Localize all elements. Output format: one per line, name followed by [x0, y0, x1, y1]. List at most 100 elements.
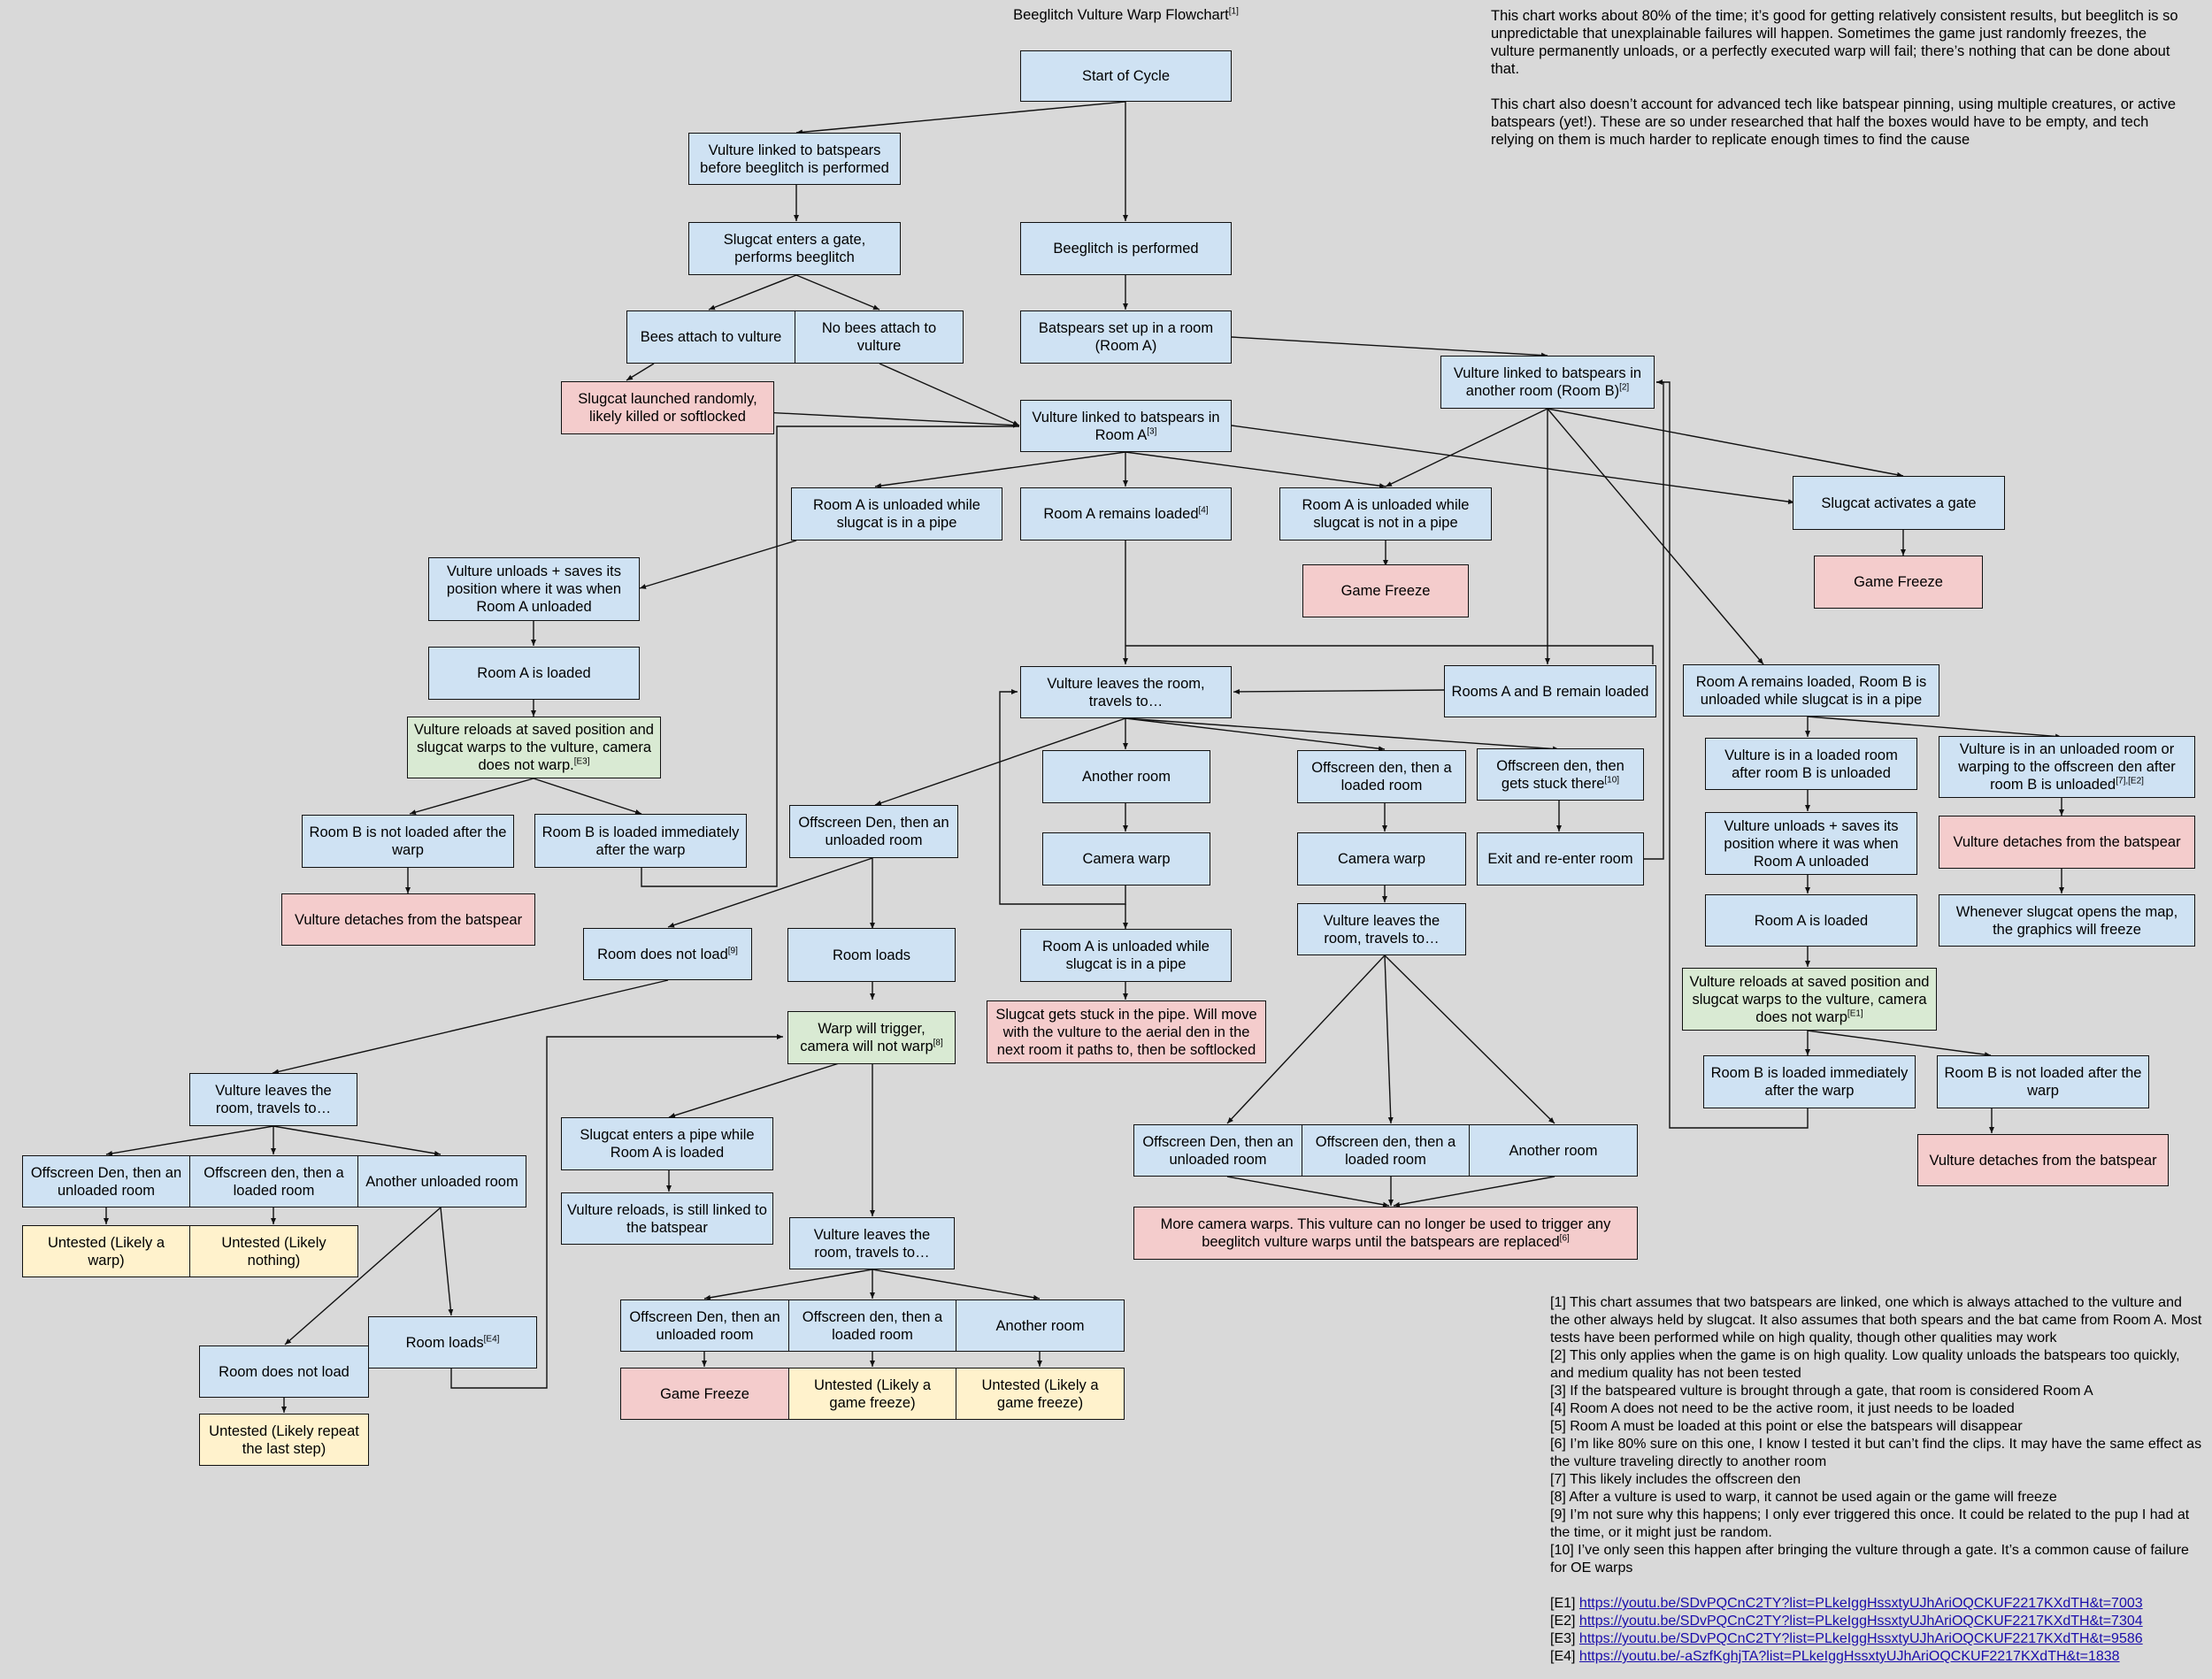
connector — [1231, 336, 1548, 358]
connector — [533, 778, 642, 815]
connector — [273, 1125, 442, 1156]
connector — [1656, 381, 1809, 1129]
node-reloads-linked: Vulture reloads, is still linked to the … — [561, 1192, 773, 1245]
node-map-freeze: Whenever slugcat opens the map, the grap… — [1939, 894, 2195, 947]
node-camera-warp-1: Camera warp — [1042, 832, 1210, 886]
connector — [872, 1269, 1041, 1300]
node-batspears-setup: Batspears set up in a room (Room A) — [1020, 310, 1232, 364]
node-freeze-2: Game Freeze — [1814, 556, 1983, 609]
footnote: [7] This likely includes the offscreen d… — [1550, 1472, 1801, 1487]
connector — [795, 274, 880, 310]
connector — [879, 363, 1020, 426]
connector — [1226, 1176, 1390, 1208]
footnote: [3] If the batspeared vulture is brought… — [1550, 1384, 2093, 1399]
connector — [272, 979, 669, 1075]
footnotes: [1] This chart assumes that two batspear… — [1550, 1294, 2205, 1666]
node-a-unloaded-pipe-2: Room A is unloaded while slugcat is in a… — [1020, 929, 1232, 982]
node-start: Start of Cycle — [1020, 50, 1232, 102]
connector — [999, 689, 1126, 905]
node-detaches-right-1: Vulture detaches from the batspear — [1939, 816, 2195, 869]
node-leaves-bottom: Vulture leaves the room, travels to… — [789, 1217, 955, 1269]
connector — [1385, 408, 1548, 487]
connector — [1547, 408, 1904, 478]
intro-note-2: This chart also doesn’t account for adva… — [1491, 96, 2177, 148]
node-linked-room-b: Vulture linked to batspears in another r… — [1440, 356, 1655, 409]
node-leaves-2: Vulture leaves the room, travels to… — [1297, 903, 1466, 955]
node-leaves-left: Vulture leaves the room, travels to… — [189, 1073, 357, 1126]
node-another-room-bottom: Another room — [956, 1300, 1125, 1352]
node-reloads-warps-left: Vulture reloads at saved position and sl… — [407, 717, 661, 778]
node-den-loaded-ll: Offscreen den, then a loaded room — [189, 1155, 358, 1208]
node-another-room-mid: Another room — [1042, 750, 1210, 803]
evidence-link[interactable]: https://youtu.be/SDvPQCnC2TY?list=PLkeIg… — [1578, 1631, 2143, 1646]
evidence-row: [E3] https://youtu.be/SDvPQCnC2TY?list=P… — [1550, 1631, 2143, 1646]
node-unloads-saves-left: Vulture unloads + saves its position whe… — [428, 557, 640, 621]
connector — [639, 540, 797, 589]
connector — [874, 451, 1126, 489]
node-another-room-right: Another room — [1469, 1124, 1638, 1177]
node-enters-pipe: Slugcat enters a pipe while Room A is lo… — [561, 1117, 773, 1170]
node-den-unloaded-mid: Offscreen Den, then an unloaded room — [789, 805, 958, 858]
node-a-unloaded-nopipe: Room A is unloaded while slugcat is not … — [1279, 487, 1492, 540]
connector — [1125, 451, 1386, 489]
node-activates-gate: Slugcat activates a gate — [1793, 476, 2005, 530]
connector — [1384, 954, 1394, 1124]
evidence-link[interactable]: https://youtu.be/SDvPQCnC2TY?list=PLkeIg… — [1578, 1596, 2143, 1611]
connector — [1226, 954, 1386, 1124]
evidence-row: [E4] https://youtu.be/-aSzfKghjTA?list=P… — [1550, 1649, 2120, 1664]
node-room-loads: Room loads — [787, 928, 956, 982]
node-exit-reenter: Exit and re-enter room — [1477, 832, 1644, 886]
node-den-loaded-mid: Offscreen den, then a loaded room — [1297, 750, 1466, 803]
connector — [708, 274, 797, 310]
node-den-unloaded-bottom: Offscreen Den, then an unloaded room — [620, 1300, 789, 1352]
connector — [1125, 717, 1560, 752]
node-a-remains: Room A remains loaded[4] — [1020, 487, 1232, 540]
node-detaches-right-2: Vulture detaches from the batspear — [1917, 1134, 2169, 1186]
node-freeze-1: Game Freeze — [1302, 564, 1469, 617]
node-no-bees: No bees attach to vulture — [795, 310, 964, 364]
node-stuck-pipe: Slugcat gets stuck in the pipe. Will mov… — [987, 1000, 1266, 1063]
node-warp-trigger: Warp will trigger, camera will not warp[… — [787, 1011, 956, 1064]
node-linked-before: Vulture linked to batspears before beegl… — [688, 133, 901, 185]
node-den-stuck: Offscreen den, then gets stuck there[10] — [1477, 748, 1644, 801]
footnote: [9] I’m not sure why this happens; I onl… — [1550, 1507, 2190, 1540]
intro-note-1: This chart works about 80% of the time; … — [1491, 8, 2178, 77]
node-another-unloaded: Another unloaded room — [357, 1155, 526, 1208]
node-untested-freeze-2: Untested (Likely a game freeze) — [956, 1368, 1125, 1420]
node-untested-nothing: Untested (Likely nothing) — [189, 1225, 358, 1277]
node-a-unloaded-pipe: Room A is unloaded while slugcat is in a… — [791, 487, 1002, 540]
node-bees-attach: Bees attach to vulture — [626, 310, 795, 364]
evidence-link[interactable]: https://youtu.be/-aSzfKghjTA?list=PLkeIg… — [1578, 1649, 2120, 1664]
connector — [667, 857, 873, 928]
connector — [703, 1269, 873, 1300]
footnote: [10] I’ve only seen this happen after br… — [1550, 1543, 2189, 1576]
node-leaves-main: Vulture leaves the room, travels to… — [1020, 666, 1232, 718]
connector — [1125, 717, 1386, 752]
connector — [1644, 380, 1664, 860]
connector — [1384, 954, 1555, 1124]
connector — [105, 1125, 274, 1156]
connector — [641, 426, 1019, 887]
evidence-row: [E1] https://youtu.be/SDvPQCnC2TY?list=P… — [1550, 1596, 2143, 1611]
footnote: [2] This only applies when the game is o… — [1550, 1348, 2180, 1381]
evidence-link[interactable]: https://youtu.be/SDvPQCnC2TY?list=PLkeIg… — [1578, 1614, 2143, 1629]
node-b-loaded-left: Room B is loaded immediately after the w… — [534, 814, 747, 868]
node-den-loaded-right: Offscreen den, then a loaded room — [1302, 1124, 1470, 1177]
node-b-not-loaded-right: Room B is not loaded after the warp — [1937, 1055, 2149, 1108]
node-reloads-warps-right: Vulture reloads at saved position and sl… — [1682, 968, 1937, 1031]
footnote: [4] Room A does not need to be the activ… — [1550, 1401, 2015, 1416]
node-den-unloaded-ll: Offscreen Den, then an unloaded room — [22, 1155, 190, 1208]
connector — [1393, 1176, 1555, 1208]
connector — [284, 1207, 442, 1346]
node-gate-beeglitch: Slugcat enters a gate, performs beeglitc… — [688, 222, 901, 275]
connector — [795, 101, 1126, 135]
node-room-not-load: Room does not load[9] — [583, 928, 752, 980]
connector — [440, 1207, 454, 1316]
connector — [1231, 425, 1795, 505]
footnote: [8] After a vulture is used to warp, it … — [1550, 1490, 2057, 1505]
node-detaches-left: Vulture detaches from the batspear — [281, 893, 535, 946]
node-untested-warp: Untested (Likely a warp) — [22, 1225, 190, 1277]
node-unloads-saves-right: Vulture unloads + saves its position whe… — [1705, 812, 1917, 875]
node-beeglitch: Beeglitch is performed — [1020, 222, 1232, 275]
